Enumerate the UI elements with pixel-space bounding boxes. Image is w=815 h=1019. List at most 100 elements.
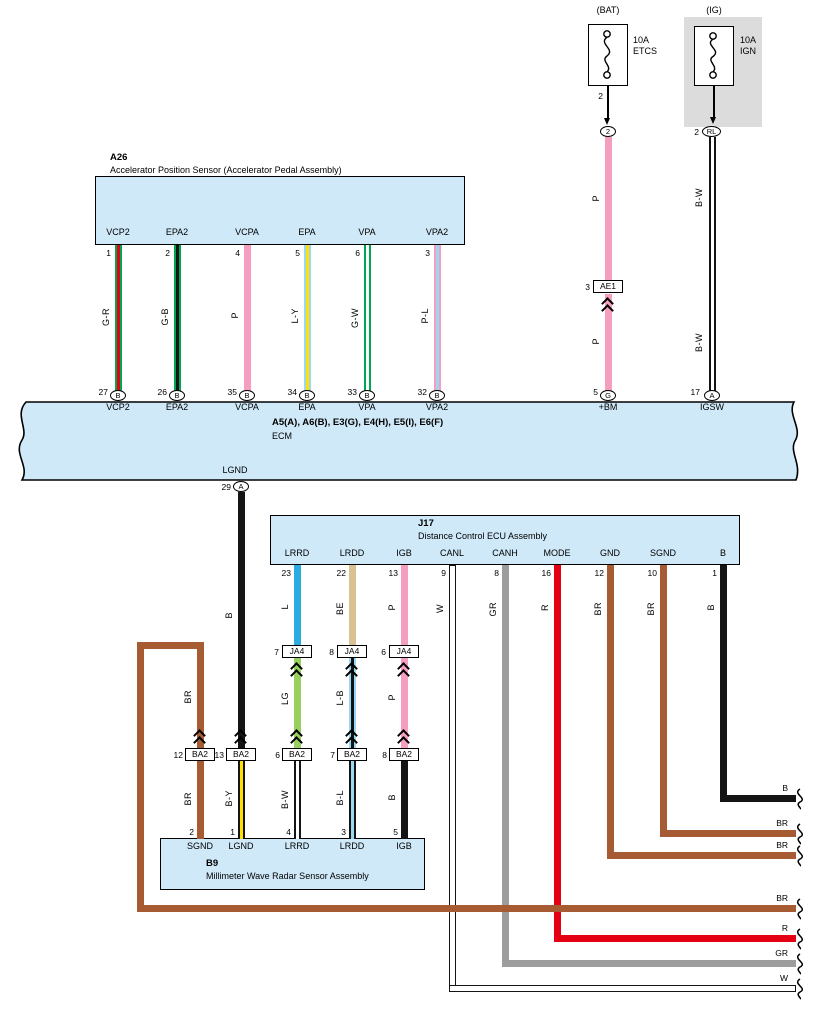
- a26-pin-number: 5: [295, 248, 300, 258]
- j17-pin-name: CANL: [439, 548, 464, 558]
- wire-lrrd-upper: [294, 565, 301, 646]
- ecm-pin-oval: B: [359, 390, 375, 401]
- wire-label: P: [591, 195, 601, 202]
- a26-pin-name: EPA: [298, 227, 316, 237]
- wire-label: L-B: [335, 690, 345, 706]
- ecm-pin-name: VCP2: [106, 402, 130, 412]
- b9-pin-number: 2: [189, 827, 194, 837]
- offpage-squiggle-icon: [797, 928, 803, 950]
- wire-igsw: [709, 137, 716, 391]
- wire-label: BR: [593, 602, 603, 616]
- b9-pin-name: IGB: [396, 841, 412, 851]
- fuse-ig-box: [694, 26, 734, 86]
- a26-pin-number: 3: [425, 248, 430, 258]
- wire-label: B: [387, 794, 397, 801]
- wire-label: GR: [488, 602, 498, 617]
- wire-sgnd: [660, 565, 667, 837]
- wire-label: G-B: [160, 308, 170, 326]
- connector-box-ae1: AE1: [593, 280, 623, 293]
- wire-lrdd-mid: [349, 658, 356, 748]
- connector-box-ba2: BA2: [185, 748, 215, 761]
- j17-pin-number: 10: [647, 568, 657, 578]
- ecm-pin-oval: A: [704, 390, 720, 401]
- ecm-pin-name: VPA: [358, 402, 376, 412]
- wire-canh: [502, 565, 509, 967]
- wire-gr-run: [502, 960, 796, 967]
- offpage-wire-label: BR: [776, 818, 788, 828]
- j17-pin-number: 9: [441, 568, 446, 578]
- wire-label: B-W: [694, 333, 704, 352]
- wire-bat-upper: [605, 137, 612, 284]
- a26-pin-name: VCPA: [235, 227, 259, 237]
- fuse-rating-text: 10A: [633, 35, 650, 45]
- fuse-name-text: IGN: [740, 45, 757, 56]
- connector-pin-number: 6: [381, 647, 386, 657]
- ecm-connector-codes: A5(A), A6(B), E3(G), E4(H), E5(I), E6(F): [272, 417, 444, 428]
- wire-label: B-Y: [224, 790, 234, 807]
- wire-canl: [449, 565, 456, 992]
- wire-label: B-W: [694, 188, 704, 207]
- wire-label: G-R: [101, 308, 111, 326]
- connector-box-ja4: JA4: [337, 645, 367, 658]
- wire-br-run: [607, 852, 796, 859]
- connector-box-ba2: BA2: [389, 748, 419, 761]
- wire-label: BR: [183, 690, 193, 704]
- b9-id: B9: [206, 858, 219, 869]
- ecm-pin-number: 34: [287, 387, 297, 397]
- a26-id: A26: [110, 152, 128, 163]
- offpage-wire-label: R: [781, 923, 788, 933]
- node-oval: 2: [600, 126, 616, 137]
- wire-label: L: [280, 604, 290, 610]
- offpage-squiggle-icon: [797, 898, 803, 920]
- wire-label: W: [435, 604, 445, 613]
- connector-pin-number: 12: [173, 750, 183, 760]
- wire-br-run: [660, 830, 796, 837]
- j17-pin-number: 22: [336, 568, 346, 578]
- ecm-pin-name: IGSW: [700, 402, 724, 412]
- wire-epa: [304, 245, 311, 391]
- wire-label: L-Y: [290, 308, 300, 324]
- b9-pin-number: 1: [230, 827, 235, 837]
- connector-pin-number: 7: [330, 750, 335, 760]
- wire-b-run: [720, 795, 796, 802]
- j17-pin-number: 1: [712, 568, 717, 578]
- fuse-ig-pin-number: 2: [694, 127, 699, 137]
- wire-label: BE: [335, 602, 345, 616]
- ecm-band: [18, 401, 799, 481]
- fuse-ig-lead: [713, 86, 715, 118]
- j17-title: Distance Control ECU Assembly: [418, 531, 548, 541]
- wire-lrrd-lower: [294, 761, 301, 839]
- j17-pin-name: GND: [600, 548, 620, 558]
- a26-pin-number: 1: [106, 248, 111, 258]
- a26-pin-name: EPA2: [165, 227, 189, 237]
- fuse-rating-text: 10A: [740, 35, 757, 45]
- wire-r-run: [554, 935, 796, 942]
- connector-pin-number: 7: [274, 647, 279, 657]
- wire-vcp2: [115, 245, 122, 391]
- j17-pin-number: 23: [281, 568, 291, 578]
- j17-box: [270, 515, 740, 565]
- ecm-pin-name: EPA2: [165, 402, 189, 412]
- j17-pin-name: SGND: [649, 548, 676, 558]
- arrow-down-icon: [710, 117, 716, 124]
- b9-pin-number: 3: [341, 827, 346, 837]
- wire-igb-mid: [401, 658, 408, 748]
- fuse-icon: [709, 32, 717, 79]
- wire-sgnd-radar-upper: [197, 642, 204, 748]
- wire-vpa: [364, 245, 371, 391]
- b9-pin-name: LRDD: [339, 841, 365, 851]
- ecm-pin-number: 26: [157, 387, 167, 397]
- wire-lrdd-upper: [349, 565, 356, 646]
- b9-pin-name: SGND: [186, 841, 213, 851]
- wire-br-elbow: [137, 642, 204, 649]
- wire-label: P: [591, 338, 601, 345]
- connector-pin-number: 3: [585, 282, 590, 292]
- wire-epa2: [174, 245, 181, 391]
- wire-vcpa: [244, 245, 251, 391]
- j17-pin-name: B: [719, 548, 726, 558]
- wire-br-run: [137, 905, 796, 912]
- wire-bat-lower: [605, 294, 612, 391]
- b9-box: [160, 838, 425, 890]
- ecm-pin-name: LGND: [222, 465, 248, 475]
- connector-box-ja4: JA4: [282, 645, 312, 658]
